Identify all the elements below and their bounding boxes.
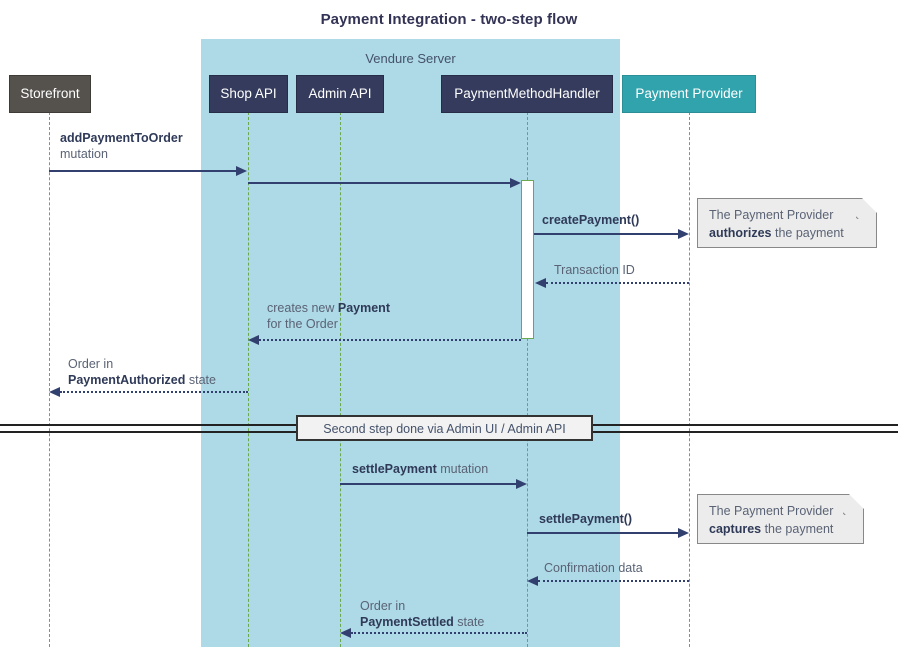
arrow-head-right-icon [516,479,527,489]
message-label-bold: settlePayment() [539,512,633,526]
note-captures: The Payment Provider captures the paymen… [697,494,864,544]
participant-admin-api[interactable]: Admin API [296,75,384,113]
message-label-rest: Confirmation data [544,561,643,575]
arrow-head-left-icon [535,278,546,288]
message-arrow-transaction-id [546,282,689,284]
message-arrow-add-payment-to-order [49,170,236,172]
message-label-line-2-bold: PaymentSettled [360,615,454,629]
lifeline-payment-method-handler [527,112,528,647]
arrow-head-right-icon [510,178,521,188]
message-label-add-payment-to-order: addPaymentToOrder mutation [60,130,183,162]
message-label-bold: createPayment() [542,213,640,227]
participant-shop-api[interactable]: Shop API [209,75,288,113]
lifeline-admin-api [340,112,341,647]
message-label-line-2-rest: state [185,373,216,387]
note-authorizes: The Payment Provider authorizes the paym… [697,198,877,248]
note-line-1: The Payment Provider [709,504,834,518]
note-fold-edge-icon [843,494,864,515]
message-label-line-1-bold: Payment [337,301,390,315]
message-label-order-payment-authorized: Order in PaymentAuthorized state [68,356,216,388]
message-label-settle-payment-mutation: settlePayment mutation [352,461,488,477]
arrow-head-left-icon [49,387,60,397]
page-title: Payment Integration - two-step flow [320,11,578,28]
message-label-bold: settlePayment [352,462,437,476]
arrow-head-right-icon [678,528,689,538]
activation-bar-payment-method-handler [521,180,534,339]
group-box-vendure-server [201,39,620,647]
message-label-order-payment-settled: Order in PaymentSettled state [360,598,484,630]
lifeline-payment-provider [689,112,690,647]
group-label: Vendure Server [365,51,456,66]
message-label-creates-new-payment: creates new Payment for the Order [267,300,390,332]
message-label-line-1-rest: Order in [360,599,406,613]
message-label-bold: addPaymentToOrder [60,131,183,145]
participant-storefront[interactable]: Storefront [9,75,91,113]
arrow-head-left-icon [340,628,351,638]
lifeline-shop-api [248,112,249,647]
message-label-line-1-rest: creates new [267,301,338,315]
arrow-head-left-icon [248,335,259,345]
message-label-line-2-rest: state [453,615,485,629]
message-label-rest: Transaction ID [554,263,635,277]
participant-payment-provider[interactable]: Payment Provider [622,75,756,113]
message-label-line-2-rest: for the Order [267,317,338,331]
message-label-settle-payment-call: settlePayment() [539,511,632,527]
message-label-rest: mutation [436,462,489,476]
message-arrow-create-payment [534,233,678,235]
lifeline-storefront [49,112,50,647]
message-label-create-payment: createPayment() [542,212,639,228]
participant-payment-method-handler[interactable]: PaymentMethodHandler [441,75,613,113]
message-arrow-shop-api-to-handler [248,182,510,184]
message-arrow-creates-new-payment [259,339,521,341]
message-label-transaction-id: Transaction ID [554,262,635,278]
note-fold-edge-icon [856,198,877,219]
note-line-2-rest: the payment [761,522,834,536]
message-arrow-confirmation-data [538,580,689,582]
arrow-head-right-icon [678,229,689,239]
note-line-1: The Payment Provider [709,208,834,222]
divider-label-box: Second step done via Admin UI / Admin AP… [296,415,593,441]
message-label-line-2-bold: PaymentAuthorized [68,373,186,387]
message-arrow-settle-payment-mutation [340,483,516,485]
note-line-2-rest: the payment [771,226,844,240]
message-label-line-1-rest: Order in [68,357,114,371]
note-line-2-bold: captures [709,522,762,536]
arrow-head-right-icon [236,166,247,176]
message-arrow-order-payment-settled [351,632,527,634]
note-line-2-bold: authorizes [709,226,772,240]
message-label-rest: mutation [60,147,108,161]
message-arrow-settle-payment-call [527,532,678,534]
message-label-confirmation-data: Confirmation data [544,560,643,576]
message-arrow-order-payment-authorized [60,391,248,393]
arrow-head-left-icon [527,576,538,586]
